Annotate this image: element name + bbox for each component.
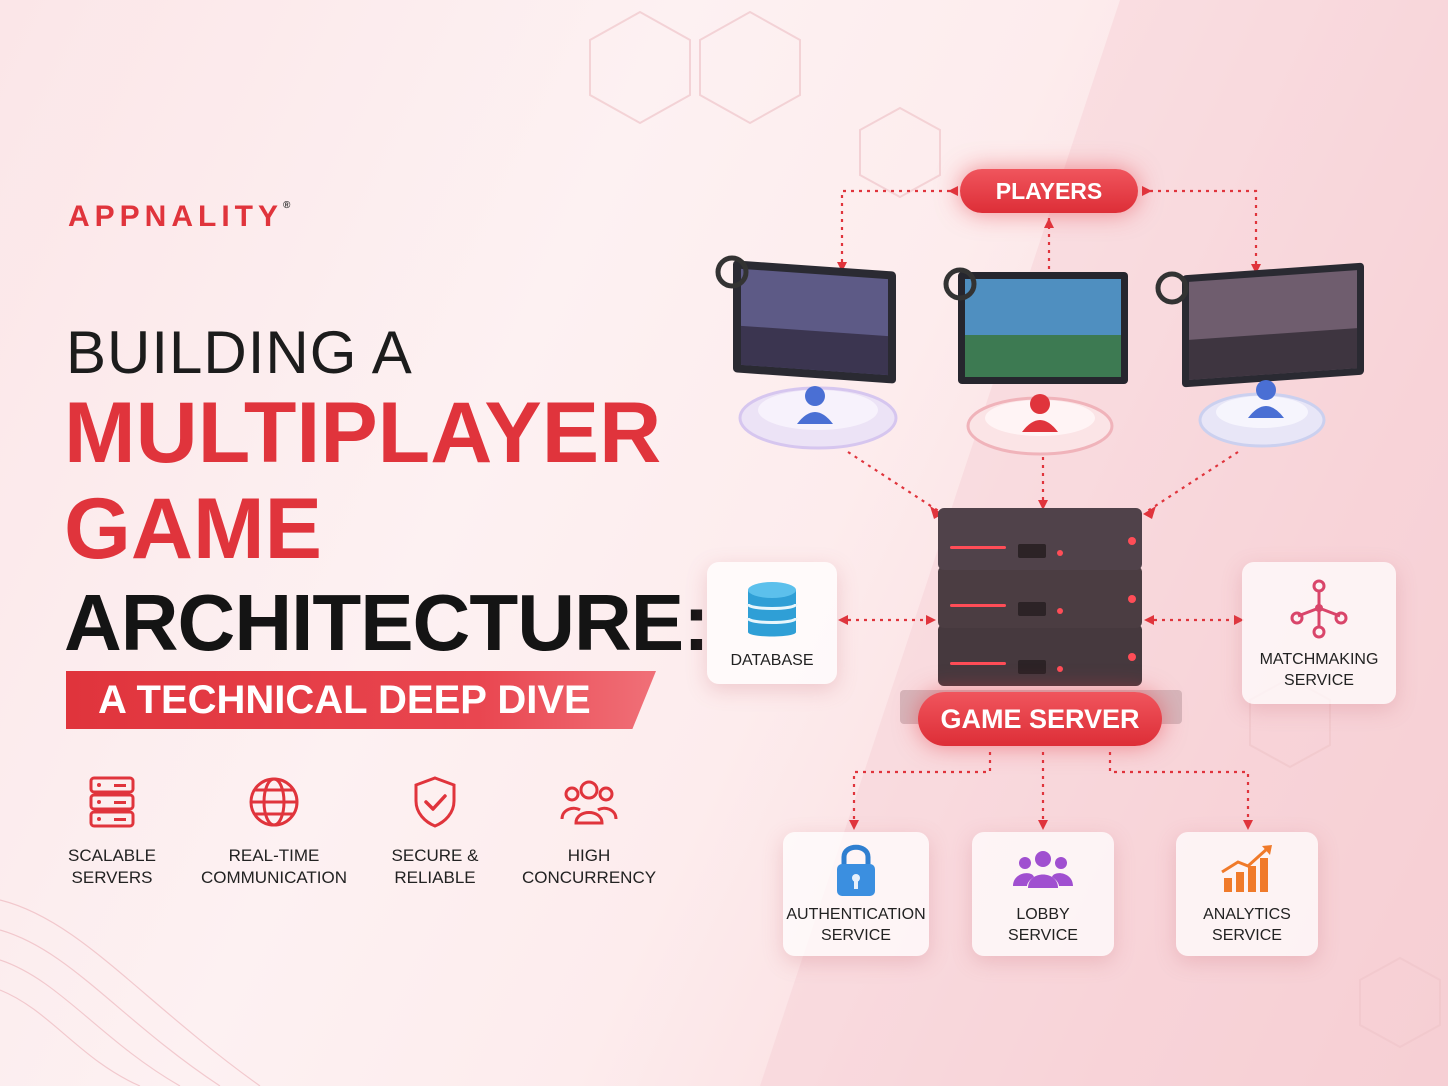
title-line-3: GAME [64, 481, 322, 577]
subtitle-banner: A TECHNICAL DEEP DIVE [66, 671, 656, 729]
matchmaking-service-card: MATCHMAKING SERVICE [1242, 562, 1396, 704]
authentication-label-line2: SERVICE [821, 927, 891, 944]
lobby-label-line2: SERVICE [1008, 927, 1078, 944]
users-group-icon [560, 780, 618, 825]
brand-logo-text: APPNALITY [68, 200, 284, 233]
matchmaking-label-line1: MATCHMAKING [1259, 651, 1379, 668]
database-card: DATABASE [707, 562, 837, 684]
feature-label-line2: SERVERS [71, 868, 153, 887]
brand-logo[interactable]: APPNALITY® [68, 200, 290, 234]
feature-label-line1: HIGH [567, 846, 611, 865]
players-node: PLAYERS [960, 169, 1138, 213]
feature-real-time-communication: REAL-TIME COMMUNICATION [184, 775, 364, 889]
feature-label-line1: SECURE & [391, 846, 479, 865]
lobby-label-line1: LOBBY [1016, 906, 1070, 923]
group-icon [1013, 851, 1073, 888]
title-line-2: MULTIPLAYER [64, 385, 662, 481]
server-stack-icon [89, 776, 135, 828]
feature-label-line2: COMMUNICATION [200, 868, 348, 887]
feature-secure-reliable: SECURE & RELIABLE [345, 775, 525, 889]
lobby-service-card: LOBBY SERVICE [972, 832, 1114, 956]
feature-high-concurrency: HIGH CONCURRENCY [499, 775, 679, 889]
shield-check-icon [414, 776, 456, 828]
feature-label-line1: REAL-TIME [228, 846, 320, 865]
title-line-4: ARCHITECTURE: [64, 578, 710, 667]
padlock-icon [837, 844, 875, 896]
authentication-service-card: AUTHENTICATION SERVICE [783, 832, 929, 956]
feature-label-line2: RELIABLE [394, 868, 476, 887]
player-station-left [715, 255, 898, 450]
bar-chart-icon [1221, 845, 1272, 892]
player-station-right [1155, 262, 1364, 448]
network-nodes-icon [1290, 579, 1348, 639]
analytics-service-card: ANALYTICS SERVICE [1176, 832, 1318, 956]
feature-label-line1: SCALABLE [68, 846, 156, 865]
globe-icon [249, 777, 299, 827]
analytics-label-line1: ANALYTICS [1203, 906, 1291, 923]
database-icon [746, 582, 798, 637]
analytics-label-line2: SERVICE [1212, 927, 1282, 944]
game-server-node: GAME SERVER [918, 692, 1162, 746]
matchmaking-label-line2: SERVICE [1284, 672, 1354, 689]
feature-scalable-servers: SCALABLE SERVERS [22, 775, 202, 889]
feature-label-line2: CONCURRENCY [521, 868, 657, 887]
title-line-1: BUILDING A [66, 319, 413, 386]
authentication-label-line1: AUTHENTICATION [786, 906, 926, 923]
database-label: DATABASE [730, 652, 814, 669]
registered-mark: ® [283, 200, 291, 211]
player-station-center [943, 267, 1128, 456]
